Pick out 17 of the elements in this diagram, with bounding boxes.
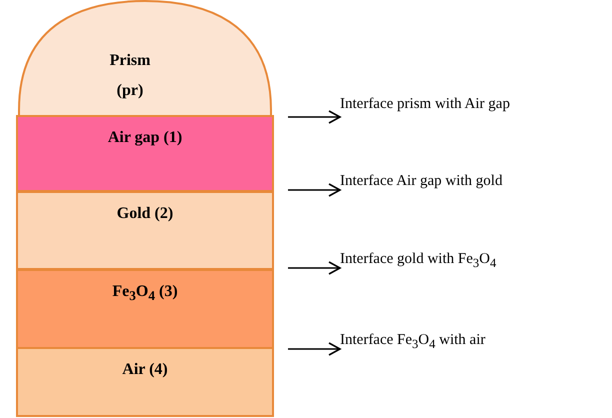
arrow [288,183,341,197]
layer-label: Air (4) [122,361,168,379]
interface-label: Interface gold with Fe$_{3}$O$_{4}$ [340,249,600,265]
layer-label: Gold (2) [116,205,174,223]
arrow [288,110,341,124]
layer-band [16,115,274,192]
interface-label: Interface prism with Air gap [340,94,600,114]
arrow [288,261,341,275]
interface-label: Interface Fe$_{3}$O$_{4}$ with air [340,330,600,346]
arrow [288,342,341,356]
interface-label: Interface Air gap with gold [340,171,600,187]
layer-band [16,347,274,417]
layer-label: Fe$_{3}$O$_{4}$ (3) [112,283,178,304]
layer-band [16,269,274,349]
layer-band [16,191,274,270]
layer-label: Prism (pr) [108,51,152,101]
layer-label: Air gap (1) [108,129,182,147]
